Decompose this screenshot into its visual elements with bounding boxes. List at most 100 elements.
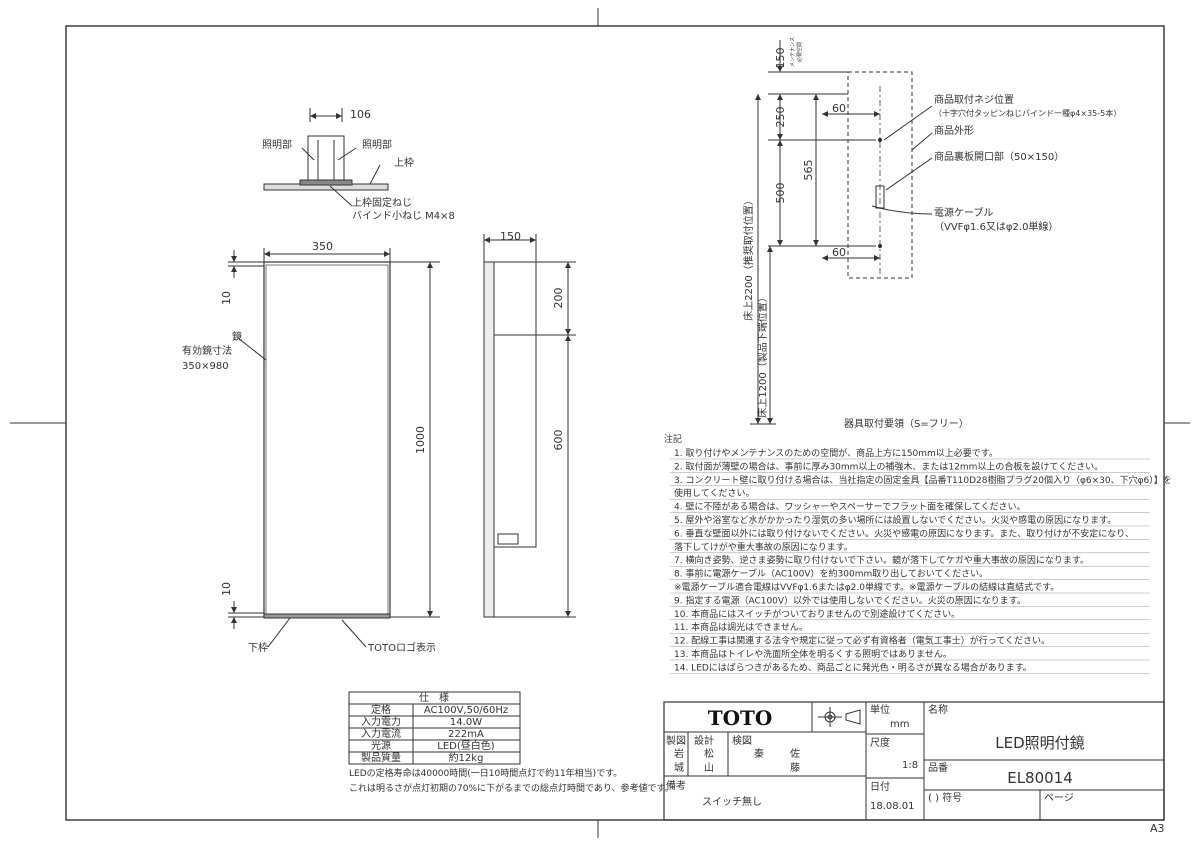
- part-label: 品番: [928, 762, 948, 774]
- note-line: 落下してけがや重大事故の原因になります。: [674, 541, 853, 553]
- note-line: 5. 屋外や浴室など水がかかったり湿気の多い場所には設置しないでください。火災や…: [674, 514, 1116, 526]
- note-line: 12. 配線工事は関連する法令や規定に従って必ず有資格者（電気工事士）が行ってく…: [674, 635, 1050, 647]
- symbol-label: ( ) 符号: [928, 791, 962, 804]
- product-name: LED照明付鏡: [995, 734, 1084, 752]
- note-line: 8. 事前に電源ケーブル（AC100V）を約300mm取り出しておいてください。: [674, 568, 988, 580]
- title-block: TOTO 単位 mm 名称 LED照明付鏡 製図 設計 検図 岩 城 松 山 秦…: [663, 701, 1165, 821]
- note-line: 4. 壁に不陸がある場合は、ワッシャーやスペーサーでフラット面を確保してください…: [674, 501, 1026, 513]
- page-label: ページ: [1044, 793, 1074, 804]
- note-line: 13. 本商品はトイレや洗面所全体を明るくする照明ではありません。: [674, 648, 952, 660]
- opening-label: 商品裏板開口部（50×150）: [934, 150, 1064, 163]
- unit-value: mm: [890, 719, 909, 730]
- spec-row-label: 製品質量: [361, 751, 401, 764]
- top-frame-label: 上枠: [394, 156, 414, 169]
- floor-2200-label: 床上2200（推奨取付位置）: [742, 195, 755, 320]
- cable-label: 電源ケーブル: [934, 206, 993, 219]
- kenzu-label: 検図: [732, 734, 752, 747]
- install-view: 150 メンテナンス 必要空間 250 500 565 60 60 床上2200…: [742, 37, 1121, 430]
- front-bottom-margin-dim: 10: [220, 582, 233, 596]
- spec-row-label: 定格: [371, 703, 391, 716]
- note-line: 7. 横向き姿勢、逆さま姿勢に取り付けないで下さい。鏡が落下してケガや重大事故の…: [674, 554, 1089, 566]
- install-maint-note-1: メンテナンス: [790, 37, 796, 67]
- note-line: 使用してください。: [674, 487, 754, 499]
- logo-label: TOTOロゴ表示: [367, 641, 436, 654]
- front-height-dim: 1000: [414, 426, 427, 454]
- person-4b: 藤: [790, 762, 800, 774]
- person-2a: 松: [704, 747, 714, 760]
- note-line: 11. 本商品は調光はできません。: [674, 621, 808, 633]
- install-565-dim: 565: [802, 160, 815, 181]
- spec-row-value: 222mA: [448, 729, 484, 740]
- sekkei-label: 設計: [694, 734, 714, 747]
- notes-block: 注記 1. 取り付けやメンテナンスのための空間が、商品上方に150mm以上必要で…: [664, 433, 1172, 674]
- top-width-dim: 106: [350, 108, 371, 121]
- top-screw-spec: バインド小ねじ M4×8: [352, 210, 455, 222]
- remarks-value: スイッチ無し: [702, 795, 762, 808]
- person-1a: 岩: [674, 747, 684, 760]
- note-line: 6. 垂直な壁面以外には取り付けないでください。火災や感電の原因になります。また…: [674, 527, 1134, 539]
- seizu-label: 製図: [666, 734, 686, 747]
- spec-row-value: 14.0W: [450, 717, 482, 728]
- install-maint-note-2: 必要空間: [796, 42, 803, 62]
- note-line: 14. LEDにはばらつきがあるため、商品ごとに発光色・明るさが異なる場合があり…: [674, 661, 1032, 673]
- note-line: 9. 指定する電源（AC100V）以外では使用しないでください。火災の原因になり…: [674, 594, 1026, 606]
- spec-row-label: 光源: [371, 739, 391, 752]
- sheet-size-label: A3: [1150, 822, 1165, 835]
- outline-label: 商品外形: [934, 124, 974, 137]
- scale-label: 尺度: [870, 736, 890, 749]
- person-4a: 佐: [790, 748, 800, 760]
- note-line: 3. コンクリート壁に取り付ける場合は、当社指定の固定金具【品番T110D28樹…: [674, 474, 1172, 486]
- top-light-label-right: 照明部: [362, 138, 392, 151]
- part-number: EL80014: [1007, 769, 1073, 787]
- effective-size-value: 350×980: [182, 361, 229, 372]
- front-top-margin-dim: 10: [220, 291, 233, 305]
- person-2b: 山: [704, 762, 714, 774]
- effective-size-label: 有効鏡寸法: [182, 344, 232, 357]
- side-top-dim: 200: [552, 288, 565, 309]
- install-caption: 器具取付要領（S=フリー）: [844, 417, 969, 430]
- install-500-dim: 500: [774, 183, 787, 204]
- cable-spec-label: （VVFφ1.6又はφ2.0単線）: [934, 220, 1058, 233]
- remarks-label: 備考: [666, 779, 686, 792]
- date-value: 18.08.01: [870, 801, 915, 812]
- top-view: 106 照明部 照明部 上枠 上枠固定ねじ バインド小ねじ M4×8: [262, 108, 455, 222]
- side-bottom-dim: 600: [552, 430, 565, 451]
- date-label: 日付: [870, 780, 890, 793]
- spec-row-label: 入力電流: [361, 727, 401, 740]
- top-screw-label: 上枠固定ねじ: [352, 196, 412, 209]
- person-1b: 城: [674, 762, 684, 774]
- floor-1200-label: 床上1200（製品下端位置）: [756, 292, 769, 417]
- top-light-label-left: 照明部: [262, 138, 292, 151]
- install-60-top-dim: 60: [832, 102, 846, 115]
- scale-value: 1:8: [902, 760, 918, 771]
- person-3a: 秦: [754, 747, 764, 760]
- note-line: ※電源ケーブル適合電線はVVFφ1.6またはφ2.0単線です。※電源ケーブルの結…: [674, 581, 1059, 593]
- screw-spec-label: （十字穴付タッピンねじバインド一種φ4×35-5本）: [934, 108, 1121, 118]
- note-line: 1. 取り付けやメンテナンスのための空間が、商品上方に150mm以上必要です。: [674, 447, 998, 459]
- mirror-label: 鏡: [232, 330, 242, 343]
- install-250-dim: 250: [774, 107, 787, 128]
- install-maint-dim: 150: [774, 48, 787, 69]
- install-60-bottom-dim: 60: [832, 246, 846, 259]
- name-label: 名称: [928, 703, 948, 716]
- spec-footnote-1: LEDの定格寿命は40000時間(一日10時間点灯で約11年相当)です。: [349, 767, 622, 779]
- spec-row-value: 約12kg: [449, 751, 484, 764]
- front-view: 350 1000 10 10 鏡 有効鏡寸法 350×980 下枠 TOTOロゴ…: [182, 240, 440, 654]
- notes-heading: 注記: [664, 433, 682, 445]
- sheet-border: [10, 8, 1190, 838]
- front-width-dim: 350: [312, 240, 333, 253]
- spec-title: 仕 様: [419, 691, 449, 704]
- note-line: 2. 取付面が薄壁の場合は、事前に厚み30mm以上の補強木、または12mm以上の…: [674, 460, 1103, 472]
- screw-position-label: 商品取付ネジ位置: [934, 93, 1014, 106]
- note-line: 10. 本商品にはスイッチがついておりませんので別途設けてください。: [674, 608, 960, 620]
- spec-row-label: 入力電力: [361, 715, 401, 728]
- unit-label: 単位: [870, 703, 890, 716]
- brand-logo: TOTO: [708, 706, 773, 730]
- spec-footnote-2: これは明るさが点灯初期の70%に下がるまでの総点灯時間であり、参考値です。: [349, 782, 674, 794]
- spec-row-value: LED(昼白色): [437, 739, 494, 752]
- side-depth-dim: 150: [500, 230, 521, 243]
- bottom-frame-label: 下枠: [248, 641, 268, 654]
- side-view: 150 200 600: [483, 230, 576, 618]
